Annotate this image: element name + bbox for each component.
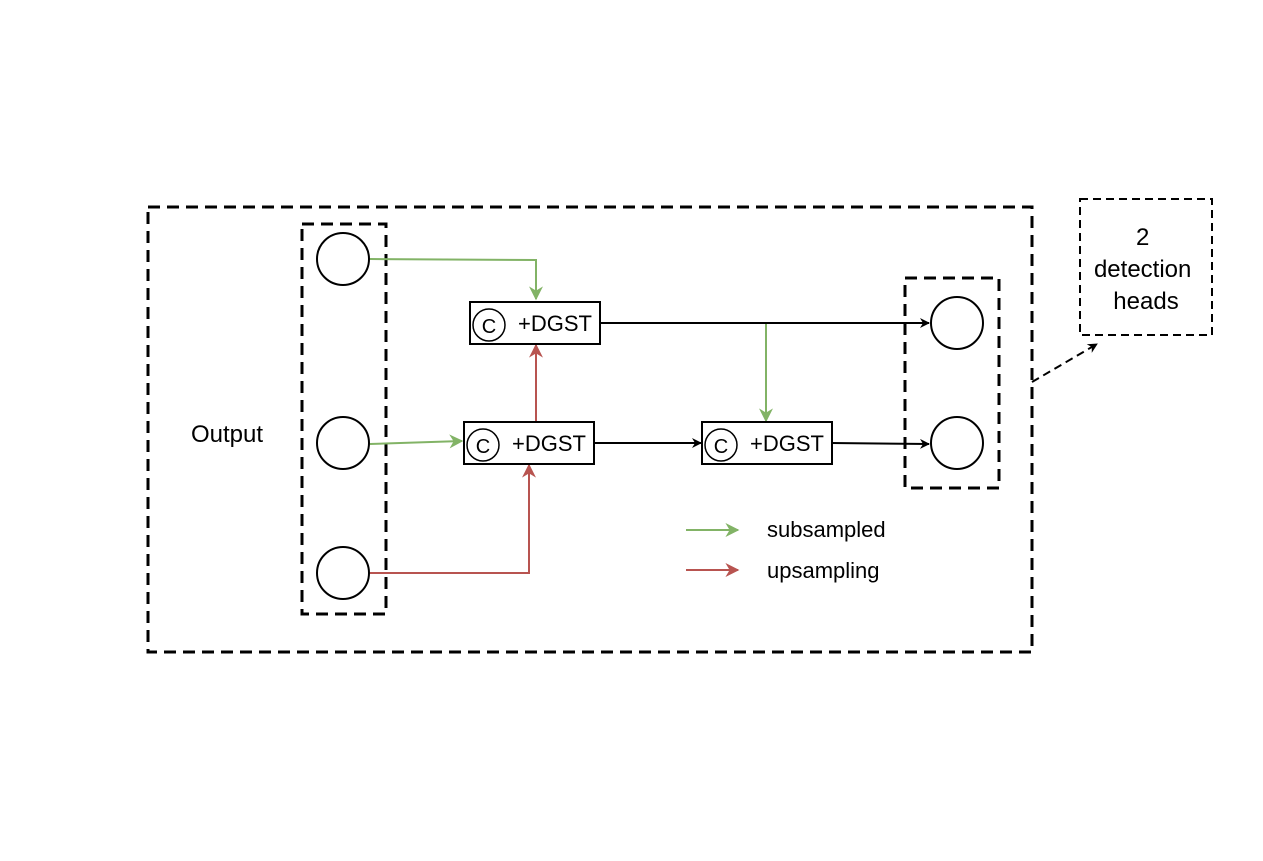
concat-label: C [482,316,496,338]
subsampled-arrow-top [369,258,543,301]
legend-upsampling-label: upsampling [767,558,880,583]
subsampled-arrow-middle [369,434,464,449]
dgst-block-top: C +DGST [469,301,601,345]
upsampling-arrow-bottom [370,463,536,574]
output-node-bottom [930,416,984,470]
input-node-bottom [316,546,370,600]
detection-heads-box [1079,198,1213,336]
dgst-block-middle: C +DGST [463,421,595,465]
detection-heads-label: 2 detection heads [1094,224,1198,315]
dgst-block-right: C +DGST [701,421,833,465]
heads-line-3: heads [1113,288,1178,315]
output-column [903,276,1001,490]
concat-icon [466,428,500,462]
output-node-top [930,296,984,350]
concat-label: C [476,436,490,458]
output-label: Output [191,421,263,448]
concat-label: C [714,436,728,458]
dgst-label: +DGST [750,431,824,456]
concat-icon [472,308,506,342]
legend-subsampled-label: subsampled [767,517,886,542]
input-node-middle [316,416,370,470]
flow-arrow-bottom [830,438,930,449]
heads-line-1: 2 [1136,224,1149,251]
heads-connector [1031,343,1098,383]
input-node-top [316,232,370,286]
legend: subsampled upsampling [686,517,886,583]
dgst-label: +DGST [518,311,592,336]
dgst-label: +DGST [512,431,586,456]
concat-icon [704,428,738,462]
heads-line-2: detection [1094,256,1191,283]
outer-container [146,205,1034,654]
input-column [300,222,388,616]
